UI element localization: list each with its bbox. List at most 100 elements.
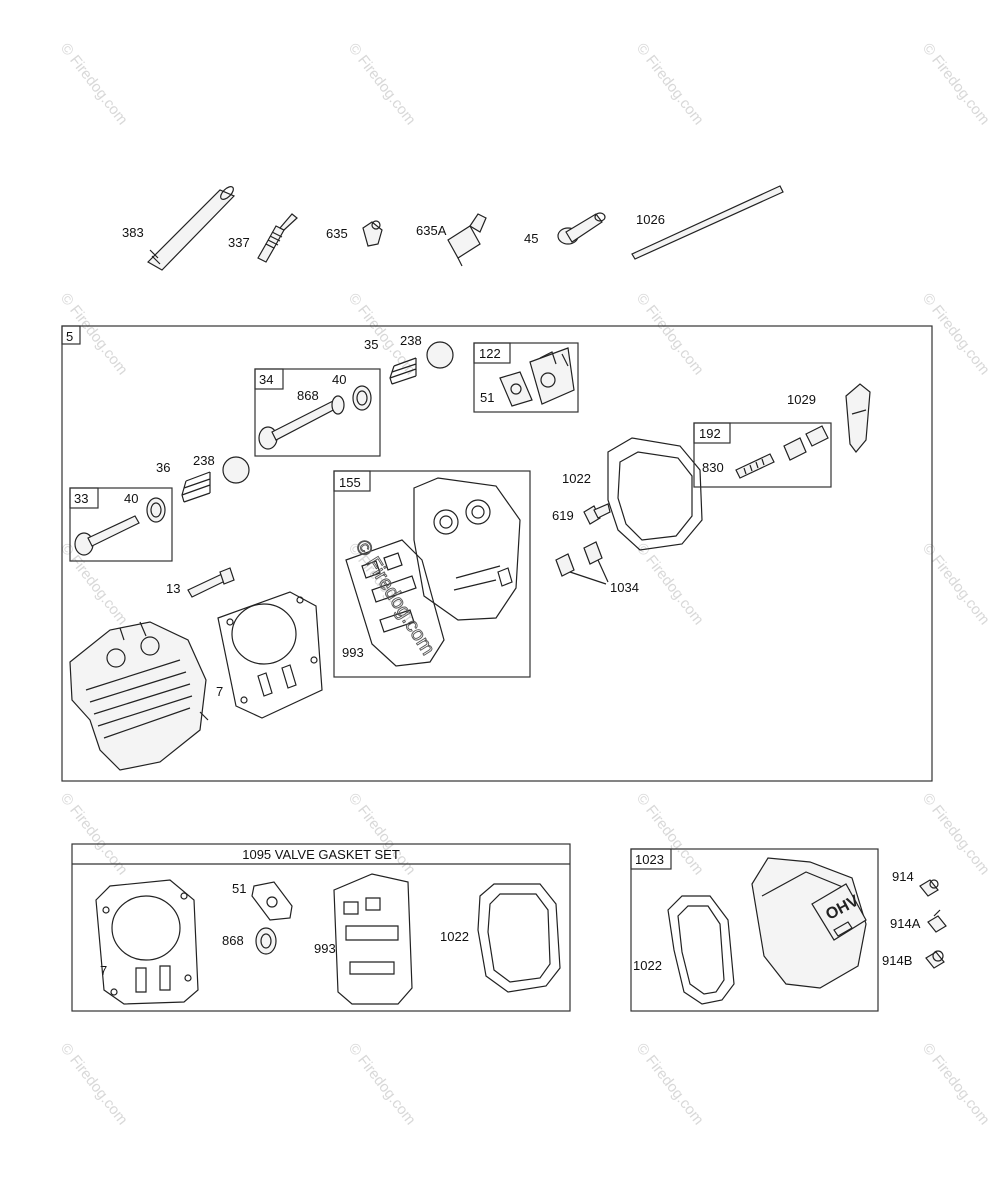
label-35: 35 — [364, 337, 378, 352]
label-993: 993 — [342, 645, 364, 660]
box-1023-frame[interactable] — [630, 848, 879, 1012]
label-34: 34 — [259, 372, 273, 387]
watermark-tile: © Firedog.com — [919, 290, 993, 378]
label-set-7: 7 — [100, 963, 107, 978]
part-383-tube[interactable] — [147, 185, 236, 271]
part-914b-screw[interactable] — [925, 950, 945, 969]
label-635: 635 — [326, 226, 348, 241]
label-1023: 1023 — [635, 852, 664, 867]
watermark-tile: © Firedog.com — [919, 790, 993, 878]
label-33: 33 — [74, 491, 88, 506]
watermark-tile: © Firedog.com — [345, 40, 419, 128]
label-155: 155 — [339, 475, 361, 490]
part-1029-rocker[interactable] — [845, 383, 871, 453]
watermark-tile: © Firedog.com — [919, 40, 993, 128]
part-1026-push-rod[interactable] — [631, 185, 784, 260]
part-155-plate[interactable] — [413, 477, 521, 621]
part-635-cap[interactable] — [362, 220, 383, 247]
label-set-51: 51 — [232, 881, 246, 896]
label-914b: 914B — [882, 953, 912, 968]
valve-gasket-set-frame[interactable] — [71, 843, 571, 1012]
part-set-868-seal[interactable] — [255, 927, 277, 955]
part-set-993-gasket[interactable] — [333, 873, 413, 1005]
part-635a-boot[interactable] — [447, 213, 487, 267]
label-1026: 1026 — [636, 212, 665, 227]
part-1022-cover-gasket[interactable] — [607, 437, 703, 551]
watermark-tile: © Firedog.com — [57, 540, 131, 628]
label-238-mid: 238 — [193, 453, 215, 468]
label-868: 868 — [297, 388, 319, 403]
label-40-top: 40 — [332, 372, 346, 387]
label-122: 122 — [479, 346, 501, 361]
label-635a: 635A — [416, 223, 447, 238]
watermark-tile: © Firedog.com — [345, 1040, 419, 1128]
part-13-bolt[interactable] — [187, 567, 235, 598]
label-7: 7 — [216, 684, 223, 699]
label-5: 5 — [66, 329, 73, 344]
label-914a: 914A — [890, 916, 921, 931]
part-45-valve-guide[interactable] — [557, 212, 606, 245]
part-192-adjuster[interactable] — [735, 425, 829, 479]
label-914: 914 — [892, 869, 914, 884]
label-1029: 1029 — [787, 392, 816, 407]
assembly-5: 5 34 868 40 35 238 122 51 — [61, 325, 933, 782]
part-33-valve[interactable] — [74, 497, 166, 556]
part-238-cap-top[interactable] — [426, 341, 454, 369]
part-619-screw[interactable] — [583, 503, 611, 525]
part-914a-screw[interactable] — [927, 909, 947, 933]
box-122[interactable] — [473, 342, 579, 413]
label-383: 383 — [122, 225, 144, 240]
part-7-head-gasket[interactable] — [217, 591, 323, 719]
label-1023-1022: 1022 — [633, 958, 662, 973]
watermark-tile: © Firedog.com — [633, 290, 707, 378]
label-238-top: 238 — [400, 333, 422, 348]
part-1034-clips[interactable] — [555, 541, 609, 585]
part-cylinder-head[interactable] — [69, 621, 209, 771]
box-192[interactable] — [693, 422, 832, 488]
part-122-breather[interactable] — [499, 347, 575, 407]
label-set-1022: 1022 — [440, 929, 469, 944]
valve-gasket-set: 1095 VALVE GASKET SET 7 51 868 993 1022 — [71, 843, 571, 1012]
label-51-box: 51 — [480, 390, 494, 405]
label-40-mid: 40 — [124, 491, 138, 506]
watermark-tile: © Firedog.com — [57, 40, 131, 128]
label-set-993: 993 — [314, 941, 336, 956]
box-155[interactable] — [333, 470, 531, 678]
label-36: 36 — [156, 460, 170, 475]
top-row-parts: 383 337 635 635A 45 — [122, 185, 784, 271]
label-1022-main: 1022 — [562, 471, 591, 486]
label-192: 192 — [699, 426, 721, 441]
assembly-5-tag — [61, 325, 81, 345]
box-33[interactable] — [69, 487, 173, 562]
watermark-tile: © Firedog.com — [919, 1040, 993, 1128]
watermark-tile: © Firedog.com — [633, 540, 707, 628]
part-36-spring[interactable] — [181, 471, 211, 503]
label-45: 45 — [524, 231, 538, 246]
watermark-tile: © Firedog.com — [57, 1040, 131, 1128]
valve-gasket-set-title: 1095 VALVE GASKET SET — [242, 847, 400, 862]
label-set-868: 868 — [222, 933, 244, 948]
part-238-cap-mid[interactable] — [222, 456, 250, 484]
part-34-valve[interactable] — [258, 385, 372, 450]
watermark-tile: © Firedog.com — [57, 790, 131, 878]
part-set-51-gasket[interactable] — [251, 881, 293, 921]
label-337: 337 — [228, 235, 250, 250]
label-13: 13 — [166, 581, 180, 596]
part-993-gasket[interactable] — [345, 539, 445, 667]
label-1034: 1034 — [610, 580, 639, 595]
watermark-tile: © Firedog.com — [345, 790, 419, 878]
part-1023-gasket[interactable] — [667, 895, 735, 1005]
part-914-screw[interactable] — [919, 879, 939, 897]
watermark-tile: © Firedog.com — [919, 540, 993, 628]
assembly-5-frame — [61, 325, 933, 782]
box-1023: 1023 1022 OHV 914 914A 914B — [630, 848, 947, 1012]
part-set-1022-gasket[interactable] — [477, 883, 561, 993]
label-619: 619 — [552, 508, 574, 523]
part-337-spark-plug[interactable] — [257, 213, 298, 263]
part-set-7-head-gasket[interactable] — [95, 879, 199, 1005]
watermark-tile: © Firedog.com — [633, 1040, 707, 1128]
box-34[interactable] — [254, 368, 381, 457]
part-valve-cover[interactable]: OHV — [751, 857, 867, 989]
watermark-tile: © Firedog.com — [633, 40, 707, 128]
part-35-spring[interactable] — [389, 357, 417, 385]
